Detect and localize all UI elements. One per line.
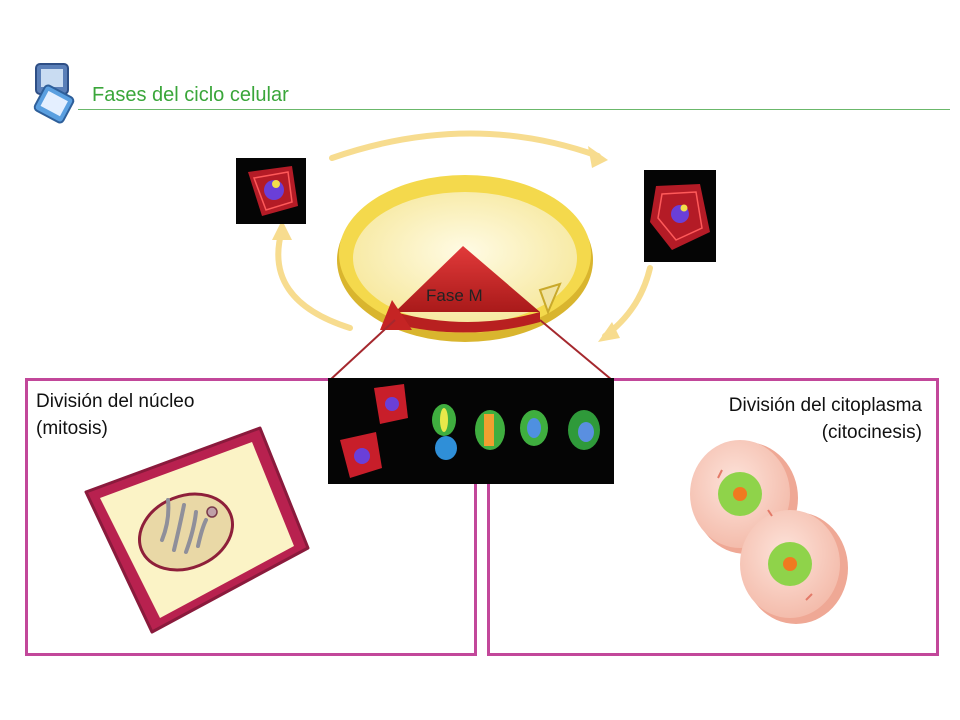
plant-cell-illustration	[84, 426, 310, 634]
cytokinesis-label: División del citoplasma (citocinesis)	[729, 392, 922, 446]
cell-micrograph-right	[644, 170, 716, 262]
phase-m-wedge	[380, 246, 540, 333]
mitosis-label-line2: (mitosis)	[36, 418, 108, 439]
cytokinesis-label-line1: División del citoplasma	[728, 395, 922, 416]
mitosis-label-line1: División del núcleo	[36, 391, 195, 412]
cytokinesis-panel	[487, 378, 939, 656]
ring-arrowhead	[538, 282, 562, 315]
connector-right	[539, 319, 613, 381]
top-arc-arrow	[329, 130, 601, 161]
connector-left	[329, 319, 396, 381]
title-divider	[78, 109, 950, 110]
right-arrowhead	[598, 322, 620, 342]
cell-micrograph-left	[236, 158, 306, 224]
phase-m-label: Fase M	[426, 286, 483, 305]
mitosis-panel	[25, 378, 477, 656]
page-title: Fases del ciclo celular	[92, 84, 289, 106]
left-arrowhead	[272, 220, 292, 240]
dividing-cell-illustration	[690, 440, 848, 624]
top-arrowhead	[588, 146, 608, 168]
mitosis-micrograph-strip	[328, 378, 614, 484]
stacked-squares-icon	[33, 63, 75, 124]
left-arc-arrow	[275, 227, 353, 331]
cytokinesis-label-line2: (citocinesis)	[821, 422, 922, 443]
mitosis-label: División del núcleo (mitosis)	[36, 388, 194, 442]
